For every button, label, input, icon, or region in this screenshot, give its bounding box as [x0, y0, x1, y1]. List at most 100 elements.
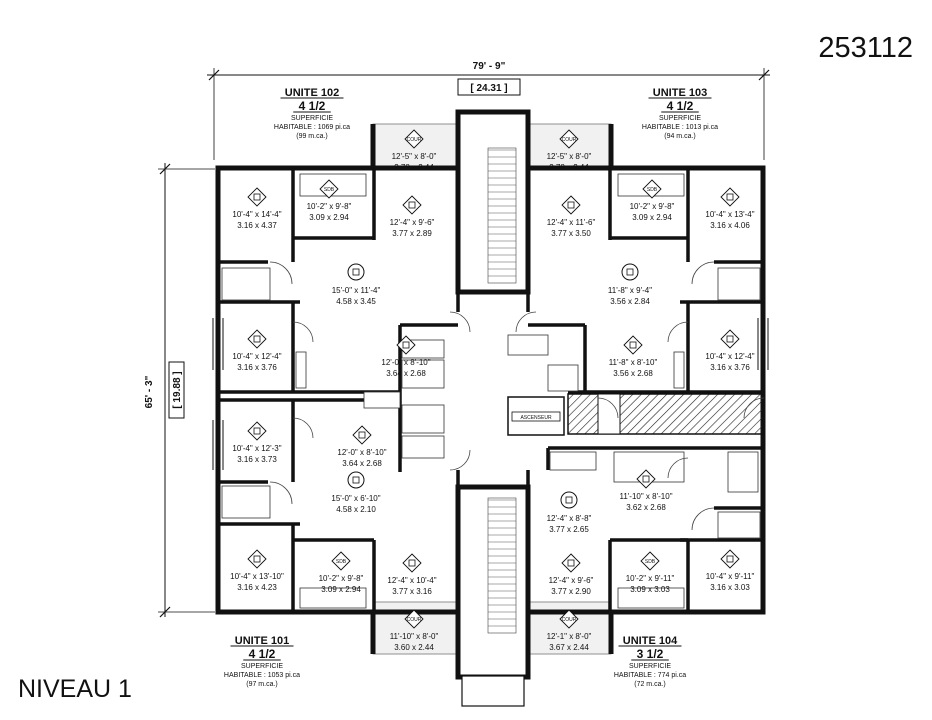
- room-bed2-102: 10'-4" x 12'-4"3.16 x 3.76: [232, 329, 282, 372]
- room-dim-imperial: 15'-0" x 11'-4": [332, 286, 381, 295]
- room-bed2-101: 10'-4" x 12'-3" 3.16 x 3.73: [232, 421, 282, 464]
- unit-name: UNITE 102: [285, 87, 339, 99]
- room-dim-metric: 3.09 x 2.94: [321, 585, 361, 594]
- room-dim-imperial: 11'-8" x 8'-10": [609, 358, 658, 367]
- unit-area-label: SUPERFICIE: [629, 663, 671, 670]
- room-dim-metric: 3.64 x 2.68: [386, 369, 426, 378]
- room-dim-imperial: 10'-2" x 9'-8": [307, 202, 352, 211]
- courtyard-tag-icon: COUR: [559, 609, 579, 629]
- room-dim-imperial: 10'-2" x 9'-11": [626, 574, 675, 583]
- room-dim-metric: 3.77 x 3.50: [551, 229, 591, 238]
- bathroom-tag-icon: SDB: [331, 551, 351, 571]
- door-swings: [269, 261, 765, 531]
- stair-wells: [455, 109, 531, 707]
- level-label: NIVEAU 1: [18, 675, 132, 703]
- room-dim-metric: 3.56 x 2.84: [610, 297, 650, 306]
- room-dim-imperial: 10'-4" x 14'-4": [232, 210, 281, 219]
- unit-name: UNITE 103: [653, 87, 707, 99]
- unit-area-metric: (94 m.ca.): [664, 133, 696, 140]
- living-tag-icon: [561, 195, 581, 215]
- bedroom-tag-icon: [247, 329, 267, 349]
- service-door-opening: [597, 393, 621, 435]
- room-dim-imperial: 12'-4" x 9'-6": [549, 576, 594, 585]
- room-dim-imperial: 10'-4" x 12'-4": [705, 352, 754, 361]
- bathroom-tag-icon: SDB: [640, 551, 660, 571]
- room-dim-metric: 3.77 x 2.89: [392, 229, 432, 238]
- room-dim-imperial: 10'-2" x 9'-8": [630, 202, 675, 211]
- room-dim-imperial: 10'-4" x 12'-4": [232, 352, 281, 361]
- room-dim-imperial: 10'-4" x 9'-11": [706, 572, 755, 581]
- room-liv-103: 12'-4" x 11'-6"3.77 x 3.50: [547, 195, 595, 238]
- room-dim-imperial: 12'-4" x 10'-4": [387, 576, 436, 585]
- room-dim-metric: 3.77 x 2.90: [551, 587, 591, 596]
- unit-type: 4 1/2: [667, 99, 694, 113]
- room-dim-imperial: 10'-4" x 13'-4": [705, 210, 754, 219]
- living-tag-icon: [402, 553, 422, 573]
- room-kit-104: 11'-10" x 8'-10"3.62 x 2.68: [619, 469, 673, 512]
- width-imperial: 79' - 9": [473, 61, 506, 72]
- courtyard-tag-icon: COUR: [404, 129, 424, 149]
- room-din-104: 12'-4" x 8'-8"3.77 x 2.65: [547, 491, 592, 534]
- unit-area-imperial: HABITABLE : 1013 pi.ca: [642, 124, 718, 131]
- room-dim-metric: 3.64 x 2.68: [342, 459, 382, 468]
- room-dim-metric: 3.16 x 3.76: [710, 363, 750, 372]
- elevator: ASCENSEUR: [507, 396, 565, 436]
- unit-area-metric: (72 m.ca.): [634, 681, 666, 688]
- unit-area-metric: (99 m.ca.): [296, 133, 328, 140]
- unit-name: UNITE 104: [623, 635, 678, 647]
- room-kit-101: 12'-0" x 8'-10"3.64 x 2.68: [337, 425, 387, 468]
- bedroom-tag-icon: [720, 187, 740, 207]
- room-tag-text: SDB: [324, 187, 335, 193]
- room-din-103: 11'-8" x 9'-4" 3.56 x 2.84: [608, 263, 652, 306]
- kitchen-tag-icon: [352, 425, 372, 445]
- room-sdb-102: SDB 10'-2" x 9'-8" 3.09 x 2.94: [307, 179, 352, 222]
- room-dim-imperial: 11'-10" x 8'-10": [619, 492, 672, 501]
- unit-type: 4 1/2: [299, 99, 326, 113]
- room-cour-103: COUR 12'-5" x 8'-0" 3.78 x 2.44: [547, 129, 592, 172]
- room-dim-metric: 3.09 x 2.94: [309, 213, 349, 222]
- room-din-101: 15'-0" x 6'-10"4.58 x 2.10: [331, 471, 381, 514]
- room-dim-imperial: 12'-5" x 8'-0": [392, 152, 437, 161]
- room-dim-imperial: 11'-10" x 8'-0": [390, 632, 439, 641]
- room-dim-imperial: 12'-5" x 8'-0": [547, 152, 592, 161]
- room-dim-metric: 3.16 x 3.73: [237, 455, 277, 464]
- left-dimension: 65' - 3" [ 19.88 ]: [144, 163, 215, 618]
- room-dim-imperial: 11'-8" x 9'-4": [608, 286, 652, 295]
- top-dimension: 79' - 9" [ 24.31 ]: [207, 61, 770, 160]
- kitchen-tag-icon: [623, 335, 643, 355]
- room-dim-metric: 3.56 x 2.68: [613, 369, 653, 378]
- dining-tag-icon: [621, 263, 639, 281]
- bedroom-tag-icon: [247, 187, 267, 207]
- unit-area-imperial: HABITABLE : 1069 pi.ca: [274, 124, 350, 131]
- room-dim-imperial: 10'-4" x 12'-3": [232, 444, 281, 453]
- room-liv-104: 12'-4" x 9'-6" 3.77 x 2.90: [549, 553, 594, 596]
- courtyard-tag-icon: COUR: [559, 129, 579, 149]
- room-tag-text: COUR: [562, 137, 577, 143]
- room-dim-metric: 3.16 x 4.06: [710, 221, 750, 230]
- interior-walls: [218, 168, 763, 612]
- unit-area-imperial: HABITABLE : 774 pi.ca: [614, 672, 686, 679]
- room-tag-text: SDB: [336, 559, 347, 565]
- room-dim-metric: 3.77 x 3.16: [392, 587, 432, 596]
- elevator-label: ASCENSEUR: [520, 415, 552, 421]
- room-dim-metric: 3.67 x 2.44: [549, 643, 589, 652]
- room-bed-103: 10'-4" x 13'-4" 3.16 x 4.06: [705, 187, 755, 230]
- room-dim-metric: 3.78 x 2.44: [549, 163, 589, 172]
- unit-type: 3 1/2: [637, 647, 664, 661]
- kitchen-tag-icon: [396, 335, 416, 355]
- room-tag-text: COUR: [562, 617, 577, 623]
- bedroom-tag-icon: [247, 421, 267, 441]
- room-dim-metric: 3.16 x 4.23: [237, 583, 277, 592]
- height-imperial: 65' - 3": [144, 375, 155, 408]
- room-dim-metric: 3.09 x 2.94: [632, 213, 672, 222]
- unit-type: 4 1/2: [249, 647, 276, 661]
- dining-tag-icon: [347, 263, 365, 281]
- room-dim-imperial: 12'-0" x 8'-10": [381, 358, 430, 367]
- room-dim-imperial: 15'-0" x 6'-10": [331, 494, 380, 503]
- room-bed-101: 10'-4" x 13'-10"3.16 x 4.23: [230, 549, 284, 592]
